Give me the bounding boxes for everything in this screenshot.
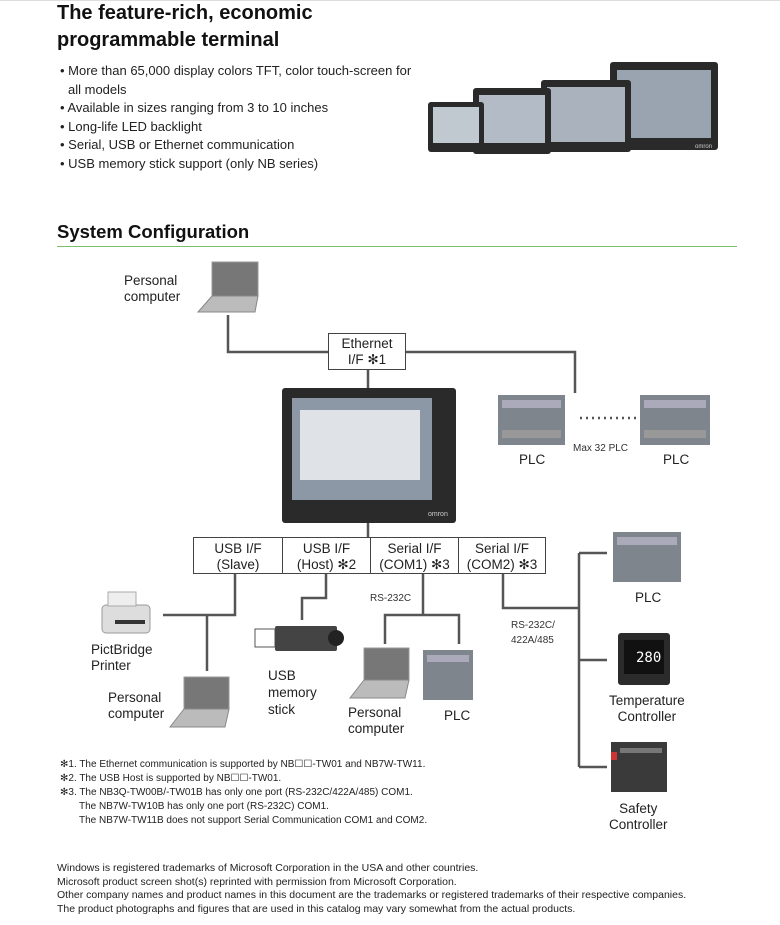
usb-stick-icon (254, 626, 344, 651)
printer-icon (101, 591, 151, 634)
svg-text:280: 280 (636, 650, 661, 666)
footnote: ✻1. The Ethernet communication is suppor… (60, 759, 426, 770)
footer-line: Windows is registered trademarks of Micr… (57, 862, 479, 874)
svg-text:omron: omron (695, 144, 712, 150)
laptop-icon (348, 647, 410, 699)
footnotes: ✻1. The Ethernet communication is suppor… (60, 758, 427, 828)
plc-icon (613, 532, 681, 582)
safety-controller-icon (611, 742, 667, 792)
max-plc-label: Max 32 PLC (573, 443, 629, 454)
footer-line: The product photographs and figures that… (57, 902, 576, 915)
feature-list: More than 65,000 display colors TFT, col… (60, 62, 420, 173)
plc-label: PLC (663, 452, 690, 467)
plc-label: PLC (519, 452, 546, 467)
footnote: ✻3. The NB3Q-TW00B/-TW01B has only one p… (60, 787, 413, 798)
wires (163, 315, 607, 769)
footnote: ✻2. The USB Host is supported by NB☐☐-TW… (60, 773, 282, 784)
section-divider (57, 246, 737, 247)
feature-item: USB memory stick support (only NB series… (60, 155, 420, 174)
laptop-icon (168, 676, 230, 728)
feature-item: Available in sizes ranging from 3 to 10 … (60, 99, 420, 118)
trademark-footer: Windows is registered trademarks of Micr… (57, 862, 686, 916)
usb-host-if-box: USB I/F(Host) ✻2 (282, 537, 371, 574)
feature-item: Serial, USB or Ethernet communication (60, 136, 420, 155)
plc-com1-label: PLC (444, 708, 471, 723)
plc-icon (640, 395, 710, 445)
hmi-terminal: omron (282, 388, 456, 523)
serial-com2-if-box: Serial I/F(COM2) ✻3 (458, 537, 546, 574)
footer-line: Microsoft product screen shot(s) reprint… (57, 875, 457, 888)
section-title: System Configuration (57, 221, 250, 242)
top-border (0, 0, 780, 1)
footer-line: Other company names and product names in… (57, 889, 687, 901)
footnote: The NB7W-TW11B does not support Serial C… (79, 815, 428, 826)
feature-item: Long-life LED backlight (60, 118, 420, 137)
footnote: The NB7W-TW10B has only one port (RS-232… (79, 801, 329, 812)
plc-icon (423, 650, 473, 700)
rs-multi-label: RS-232C/422A/485 (511, 620, 555, 646)
plc-icon (498, 395, 565, 445)
laptop-icon (196, 261, 259, 313)
usb-slave-if-box: USB I/F(Slave) (193, 537, 283, 574)
plc-com2-label: PLC (635, 590, 662, 605)
rs232c-label: RS-232C (370, 593, 412, 604)
product-photo: omron (428, 62, 718, 154)
svg-text:omron: omron (428, 511, 448, 518)
feature-item: More than 65,000 display colors TFT, col… (60, 62, 420, 99)
temperature-controller-icon: 280 (618, 633, 670, 685)
serial-com1-if-box: Serial I/F(COM1) ✻3 (370, 537, 459, 574)
